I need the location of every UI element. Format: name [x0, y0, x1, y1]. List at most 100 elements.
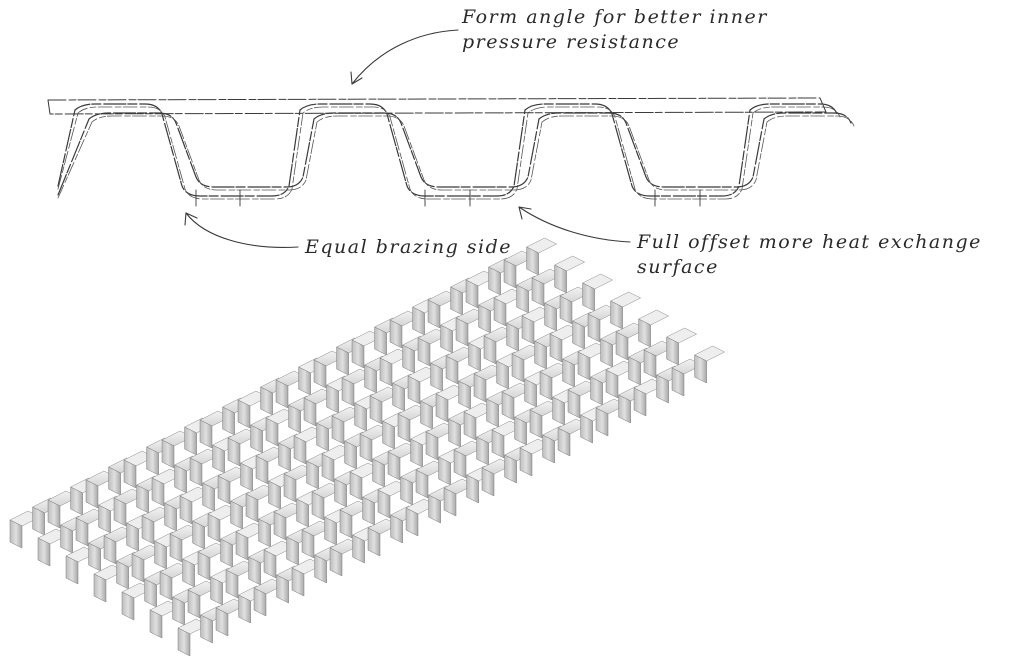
- fin-segment-wall: [179, 495, 193, 525]
- annotation-form-angle-line2: pressure resistance: [462, 31, 681, 53]
- fin-corrugation-rows: [9, 237, 726, 657]
- fin-segment-wall: [643, 349, 657, 379]
- fin-segment-wall: [511, 353, 525, 383]
- fin-segment-wall: [521, 315, 535, 345]
- fin-segment-wall: [131, 553, 145, 583]
- fin-segment-wall: [491, 429, 505, 459]
- fin-segment-wall: [618, 394, 631, 424]
- fin-segment-wall: [435, 393, 449, 423]
- fin-segment-wall: [587, 313, 601, 343]
- fin-segment-wall: [466, 474, 479, 504]
- fin-segment-wall: [445, 355, 459, 385]
- fin-segment-wall: [493, 297, 507, 327]
- fin-segment-wall: [200, 614, 213, 644]
- fin-segment-wall: [329, 547, 343, 577]
- fin-segment-wall: [389, 319, 403, 349]
- fin-segment-wall: [103, 535, 117, 565]
- fin-segment-wall: [197, 551, 211, 581]
- fin-segment-wall: [405, 507, 419, 537]
- fin-segment-wall: [473, 373, 487, 403]
- fin-segment-wall: [187, 589, 201, 619]
- fin-segment-wall: [313, 359, 327, 389]
- fin-segment-wall: [379, 357, 393, 387]
- fin-segment-wall: [542, 434, 555, 464]
- fin-segment-wall: [9, 519, 23, 549]
- arrow-equal-brazing: [185, 212, 299, 248]
- fin-segment-wall: [605, 369, 619, 399]
- fin-segment-wall: [359, 433, 373, 463]
- fin-segment-wall: [443, 487, 457, 517]
- fin-segment-wall: [199, 419, 213, 449]
- fin-segment-wall: [577, 351, 591, 381]
- fin-segment-wall: [351, 339, 365, 369]
- fin-segment-wall: [238, 594, 251, 624]
- fin-segment-wall: [463, 411, 477, 441]
- fin-segment-wall: [615, 331, 629, 361]
- annotation-form-angle: Form angle for better inner pressure res…: [462, 5, 768, 55]
- fin-segment-wall: [390, 514, 403, 544]
- top-plate-stroke: [47, 97, 827, 115]
- arrowhead-full-offset: [518, 206, 532, 220]
- fin-segment-wall: [177, 627, 191, 657]
- fin-segment-wall: [275, 379, 289, 409]
- fin-segment-wall: [283, 473, 297, 503]
- fin-segment-wall: [481, 467, 495, 497]
- fin-segment-wall: [314, 554, 327, 584]
- fin-wall-stroke: [57, 112, 852, 196]
- fin-segment-wall: [225, 569, 239, 599]
- annotation-full-offset-line2: surface: [637, 256, 719, 278]
- fin-segment-wall: [367, 527, 381, 557]
- fin-segment-wall: [428, 494, 441, 524]
- arrow-form-angle: [351, 29, 459, 85]
- fin-segment-wall: [417, 337, 431, 367]
- fin-segment-wall: [37, 537, 51, 567]
- fin-segment-wall: [595, 407, 609, 437]
- fin-segment-wall: [253, 587, 267, 617]
- fin-segment-wall: [557, 427, 571, 457]
- fin-segment-wall: [189, 457, 203, 487]
- fin-segment-wall: [455, 317, 469, 347]
- annotation-full-offset: Full offset more heat exchange surface: [637, 230, 982, 280]
- fin-segment-wall: [93, 573, 107, 603]
- fin-segment-wall: [255, 455, 269, 485]
- fin-segment-wall: [369, 395, 383, 425]
- fin-segment-wall: [580, 414, 593, 444]
- fin-segment-wall: [291, 567, 305, 597]
- fin-segment-wall: [123, 459, 137, 489]
- fin-segment-wall: [273, 511, 287, 541]
- fin-segment-wall: [407, 375, 421, 405]
- fin-segment-wall: [483, 335, 497, 365]
- arrow-full-offset: [518, 206, 631, 243]
- fin-segment-wall: [529, 409, 543, 439]
- fin-segment-wall: [161, 439, 175, 469]
- annotation-form-angle-line1: Form angle for better inner: [462, 6, 768, 28]
- fin-segment-wall: [549, 333, 563, 363]
- fin-segment-wall: [301, 529, 315, 559]
- fin-segment-wall: [237, 399, 251, 429]
- fin-segment-wall: [65, 555, 79, 585]
- fin-segment-wall: [121, 591, 135, 621]
- fin-segment-wall: [293, 435, 307, 465]
- fin-segment-wall: [352, 534, 365, 564]
- fin-segment-wall: [85, 479, 99, 509]
- fin-wall-stroke: [57, 106, 841, 200]
- fin-segment-wall: [321, 453, 335, 483]
- fin-segment-wall: [656, 374, 669, 404]
- fin-segment-wall: [501, 391, 515, 421]
- fin-segment-wall: [141, 515, 155, 545]
- fin-segment-wall: [149, 609, 163, 639]
- annotation-equal-brazing-line1: Equal brazing side: [305, 236, 513, 258]
- fin-segment-wall: [265, 417, 279, 447]
- fin-segment-wall: [519, 447, 533, 477]
- fin-segment-wall: [331, 415, 345, 445]
- fin-segment-wall: [159, 571, 173, 601]
- fin-segment-wall: [276, 574, 289, 604]
- annotation-full-offset-line1: Full offset more heat exchange: [637, 231, 982, 253]
- annotation-arrows: [184, 29, 631, 248]
- fin-segment-wall: [415, 469, 429, 499]
- fin-segment-wall: [397, 413, 411, 443]
- fin-segment-wall: [227, 437, 241, 467]
- fin-segment-wall: [559, 295, 573, 325]
